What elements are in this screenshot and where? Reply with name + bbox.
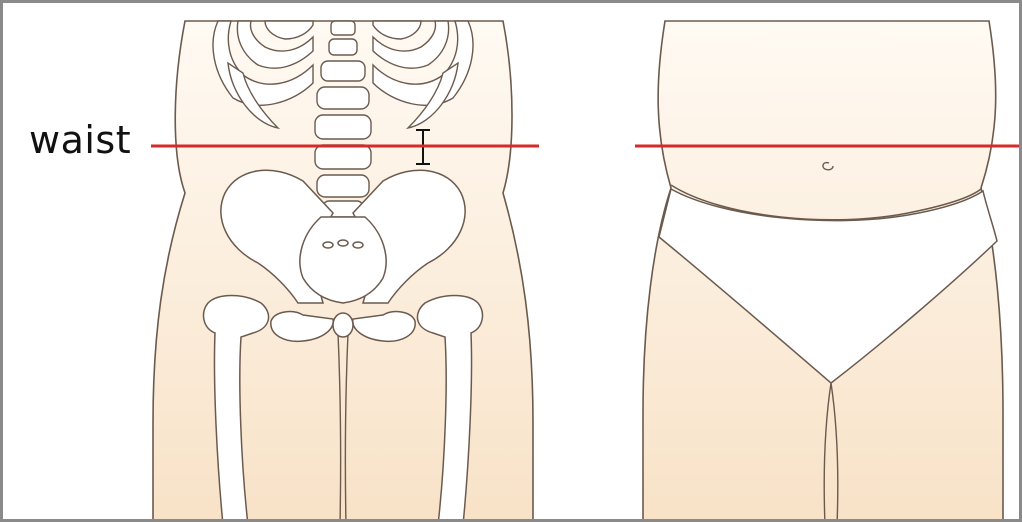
waist-label: waist (29, 121, 131, 159)
clothed-figure (643, 21, 1003, 522)
waist-measurement-diagram (3, 3, 1022, 522)
skeleton-figure (153, 21, 533, 522)
